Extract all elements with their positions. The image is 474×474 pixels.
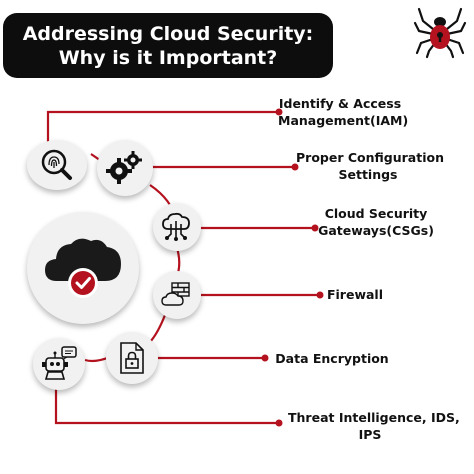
label-encryption-line-1: Data Encryption [275, 351, 389, 366]
label-gateways-line-1: Cloud Security [324, 206, 428, 221]
label-configuration-line-1: Proper Configuration [296, 150, 444, 165]
node-gateways [153, 203, 201, 251]
label-iam-line-2: Management(IAM) [278, 113, 409, 128]
node-firewall [153, 271, 201, 319]
center-node [27, 212, 139, 324]
spider-lock-icon [413, 7, 467, 59]
label-iam-line-1: Identify & Access [278, 96, 402, 111]
firewall-cloud-icon [161, 282, 190, 306]
gears-icon [106, 151, 142, 184]
label-iam: Identify & Access Management(IAM) [278, 95, 409, 129]
title-banner: Addressing Cloud Security: Why is it Imp… [3, 13, 333, 78]
label-encryption: Data Encryption [274, 350, 390, 367]
cloud-check-icon [45, 238, 121, 298]
title-line-2: Why is it Important? [58, 46, 278, 69]
node-encryption [106, 332, 158, 384]
label-firewall-line-1: Firewall [326, 287, 384, 302]
node-threat-intelligence [33, 338, 85, 390]
magnifier-fingerprint-icon [41, 149, 72, 180]
label-threat-intelligence-line-2: IPS [358, 427, 382, 442]
cloud-network-icon [162, 212, 190, 241]
title-line-1: Addressing Cloud Security: [22, 22, 314, 45]
label-configuration-line-2: Settings [338, 167, 398, 182]
label-gateways-line-2: Gateways(CSGs) [318, 223, 434, 238]
node-iam [27, 140, 87, 190]
label-threat-intelligence: Threat Intelligence, IDS, IPS [288, 409, 460, 443]
label-configuration: Proper Configuration Settings [296, 149, 444, 183]
locked-document-icon [120, 342, 144, 374]
robot-icon [42, 346, 77, 380]
label-firewall: Firewall [322, 286, 388, 303]
node-configuration [97, 140, 153, 196]
label-gateways: Cloud Security Gateways(CSGs) [316, 205, 436, 239]
label-threat-intelligence-line-1: Threat Intelligence, IDS, [288, 410, 460, 425]
